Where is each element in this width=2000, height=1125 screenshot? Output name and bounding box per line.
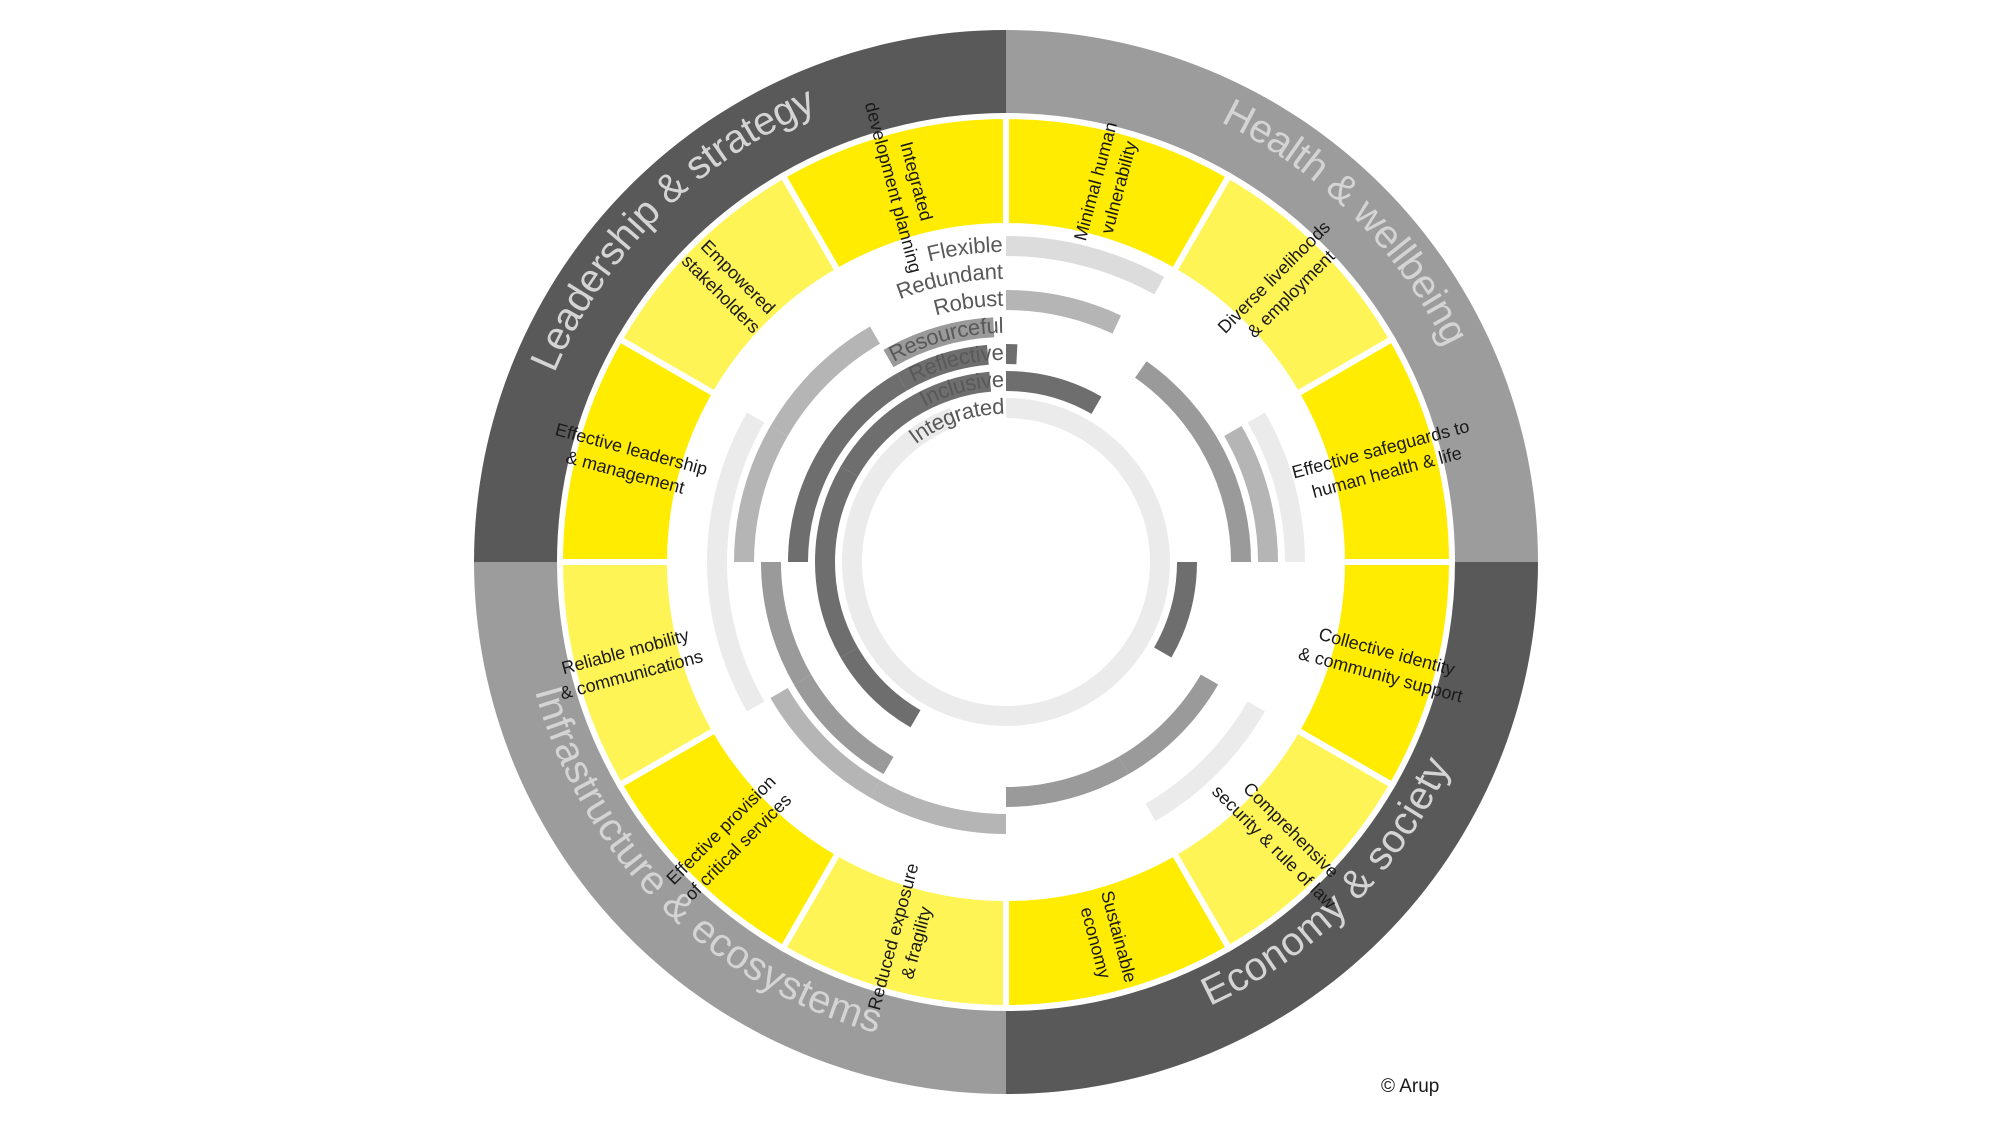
dimension-sector (1006, 30, 1538, 562)
quality-arc-segment (815, 466, 858, 562)
quality-arc-segment (770, 688, 880, 798)
quality-arc-segment (840, 647, 921, 728)
quality-arc-segment (841, 480, 934, 705)
quality-arc-segment (870, 780, 1006, 834)
quality-arc-segment (1224, 426, 1278, 562)
quality-arc-segment (1118, 674, 1219, 775)
quality-arc-segment (1006, 371, 1102, 414)
quality-arc-segment (760, 562, 812, 685)
quality-arc-segment (1006, 236, 1165, 295)
quality-arc-segment (1006, 344, 1018, 365)
goal-segment (778, 112, 1009, 276)
quality-arc-segment (1006, 756, 1129, 807)
quality-arc-segment (1006, 398, 1170, 562)
dimension-sector (474, 30, 1006, 562)
quality-arc-segment (1135, 361, 1251, 562)
quality-arc-segment (770, 326, 880, 436)
quality-arc-segment (1154, 562, 1197, 658)
quality-arc-segment (840, 371, 992, 477)
quality-arc-segment (815, 562, 858, 658)
quality-arc-segment (883, 317, 995, 368)
quality-arc-segment (707, 562, 765, 712)
quality-arc-segment (1078, 562, 1170, 705)
quality-arc-segment (863, 407, 957, 490)
quality-rings (707, 236, 1305, 834)
quality-arc-segment (707, 412, 765, 562)
dimension-sector (474, 562, 1006, 1094)
quality-arc-segment (734, 426, 788, 562)
quality-arc-segment (1145, 701, 1265, 821)
quality-arc-segment (788, 373, 907, 562)
quality-arc-segment (1247, 412, 1305, 562)
quality-arc-segment (793, 674, 894, 775)
quality-arc-segment (924, 686, 1088, 727)
quality-arc-segment (1006, 290, 1121, 334)
quality-arc-segment (897, 344, 989, 391)
dimension-sector (1006, 562, 1538, 1094)
copyright-notice: © Arup (1381, 1076, 1440, 1097)
